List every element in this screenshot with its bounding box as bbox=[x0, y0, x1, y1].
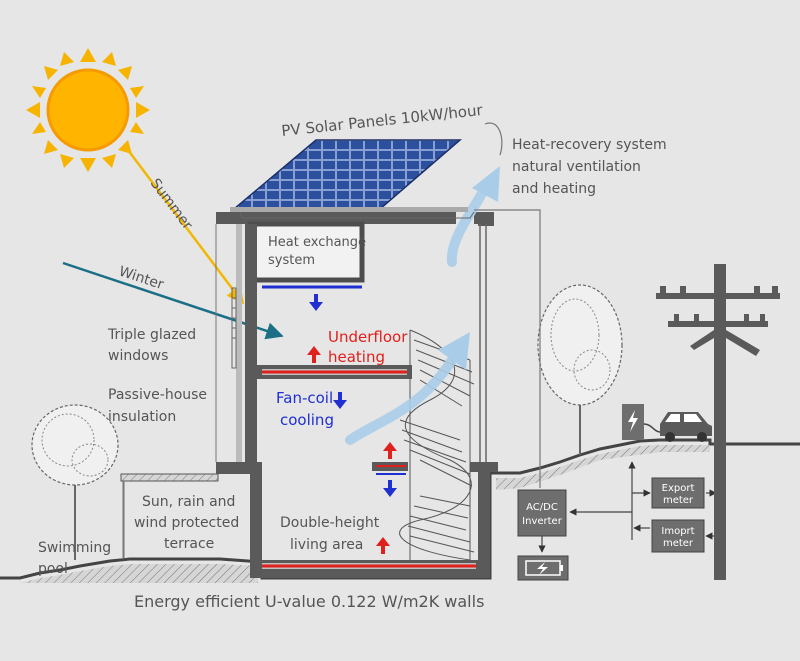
living-area-label-2: living area bbox=[290, 537, 363, 553]
summer-label: Summer bbox=[147, 176, 196, 233]
inverter-label-1: AC/DC bbox=[526, 502, 558, 513]
inverter-box: AC/DC Inverter bbox=[517, 489, 567, 537]
cooling-arrow bbox=[309, 294, 397, 497]
heating-arrow bbox=[307, 346, 397, 554]
terrace-label-3: terrace bbox=[164, 536, 214, 552]
pv-panels-label: PV Solar Panels 10kW/hour bbox=[281, 101, 485, 140]
battery-icon bbox=[517, 555, 569, 581]
triple-glazed-label-1: Triple glazed bbox=[107, 327, 196, 343]
heat-exchange-label-1: Heat exchange bbox=[268, 235, 366, 250]
underfloor-heating-label-2: heating bbox=[328, 348, 385, 366]
pv-label-pointer bbox=[484, 122, 503, 156]
triple-glazed-label-2: windows bbox=[108, 348, 168, 364]
air-flow-arrow bbox=[345, 185, 489, 445]
swimming-pool-label-1: Swimming bbox=[38, 540, 111, 556]
export-meter-label-1: Export bbox=[662, 483, 695, 494]
utility-pole-icon bbox=[656, 264, 780, 580]
equipment-connectors bbox=[538, 461, 717, 553]
ev-charger-icon bbox=[622, 404, 661, 440]
terrace-label-1: Sun, rain and bbox=[142, 494, 235, 510]
passive-house-label-2: insulation bbox=[108, 409, 176, 425]
tree-icon bbox=[537, 284, 623, 455]
export-meter-label-2: meter bbox=[663, 495, 694, 506]
tree-icon bbox=[31, 404, 119, 560]
passive-house-label-1: Passive-house bbox=[108, 387, 207, 403]
summer-ray bbox=[127, 149, 245, 305]
heat-recovery-label-1: Heat-recovery system bbox=[512, 137, 667, 153]
fan-coil-label-2: cooling bbox=[280, 411, 334, 429]
terrace-canopy bbox=[120, 473, 219, 559]
import-meter-label-1: Imoprt bbox=[661, 526, 694, 537]
walls-label: Energy efficient U-value 0.122 W/m2K wal… bbox=[134, 592, 484, 611]
import-meter-label-2: meter bbox=[663, 538, 694, 549]
heat-recovery-label-2: natural ventilation bbox=[512, 159, 641, 175]
air-flow-arrowhead bbox=[438, 332, 470, 370]
pv-cable bbox=[474, 209, 541, 488]
solar-panel-icon bbox=[230, 139, 475, 219]
inverter-label-2: Inverter bbox=[522, 516, 563, 527]
living-area-label-1: Double-height bbox=[280, 515, 380, 531]
swimming-pool-label-2: pool bbox=[38, 561, 68, 577]
fan-coil-label-1: Fan-coil bbox=[276, 389, 333, 407]
underfloor-heating-label-1: Underfloor bbox=[328, 328, 408, 346]
car-icon bbox=[660, 412, 712, 442]
heat-recovery-label-3: and heating bbox=[512, 181, 596, 197]
air-flow-arrowhead bbox=[472, 166, 500, 202]
sun-icon bbox=[26, 48, 150, 172]
terrace-label-2: wind protected bbox=[134, 515, 239, 531]
heat-exchange-label-2: system bbox=[268, 253, 315, 268]
import-meter-box: Imoprt meter bbox=[651, 519, 705, 553]
export-meter-box: Export meter bbox=[651, 477, 705, 509]
house-structure bbox=[215, 212, 498, 578]
